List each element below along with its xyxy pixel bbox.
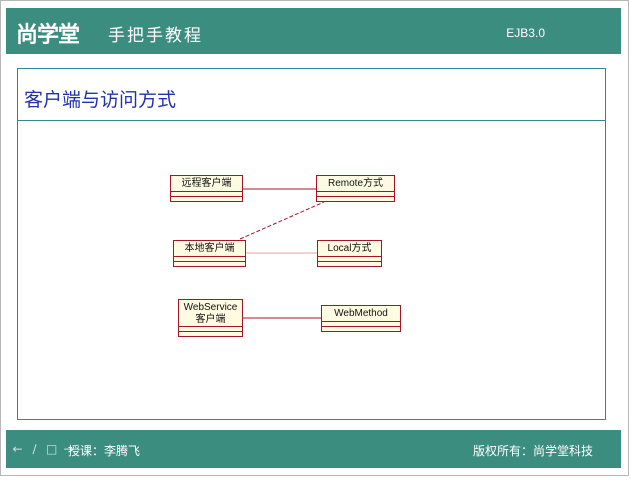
local-access-class: Local方式: [317, 240, 382, 267]
local-client-label: 本地客户端: [184, 243, 235, 254]
presenter-name: 授课：李腾飞: [68, 444, 141, 458]
webservice-client-label-line1: WebService: [183, 302, 238, 313]
local-access-label: Local方式: [327, 243, 372, 254]
header-tagline: 手把手教程: [108, 26, 203, 46]
local-client-class: 本地客户端: [173, 240, 246, 267]
local-to-remote-connector: [239, 201, 325, 240]
webmethod-label: WebMethod: [334, 308, 388, 319]
remote-access-class: Remote方式: [316, 175, 395, 202]
previous-arrow-icon[interactable]: ←: [12, 442, 23, 456]
title-divider: [17, 120, 606, 121]
remote-access-label: Remote方式: [327, 178, 383, 189]
brand-logo: 尚学堂: [16, 23, 80, 48]
remote-client-class: 远程客户端: [170, 175, 243, 202]
webmethod-class: WebMethod: [321, 305, 401, 332]
slide-header: 尚学堂 手把手教程 EJB3.0: [6, 8, 621, 54]
slideshow-nav: ← ∕ □ →: [12, 442, 74, 456]
copyright-text: 版权所有：尚学堂科技: [472, 444, 593, 458]
slide-title: 客户端与访问方式: [24, 89, 177, 111]
pen-icon[interactable]: ∕: [32, 442, 37, 456]
slide-footer: ← ∕ □ → 授课：李腾飞 版权所有：尚学堂科技: [6, 430, 621, 468]
webservice-client-class: WebService 客户端: [178, 299, 243, 337]
remote-client-label: 远程客户端: [181, 178, 232, 189]
webservice-client-label-line2: 客户端: [195, 314, 226, 325]
course-name: EJB3.0: [506, 26, 545, 40]
slide-content-frame: [17, 68, 606, 420]
menu-icon[interactable]: □: [46, 442, 58, 456]
next-arrow-icon[interactable]: →: [63, 442, 74, 456]
